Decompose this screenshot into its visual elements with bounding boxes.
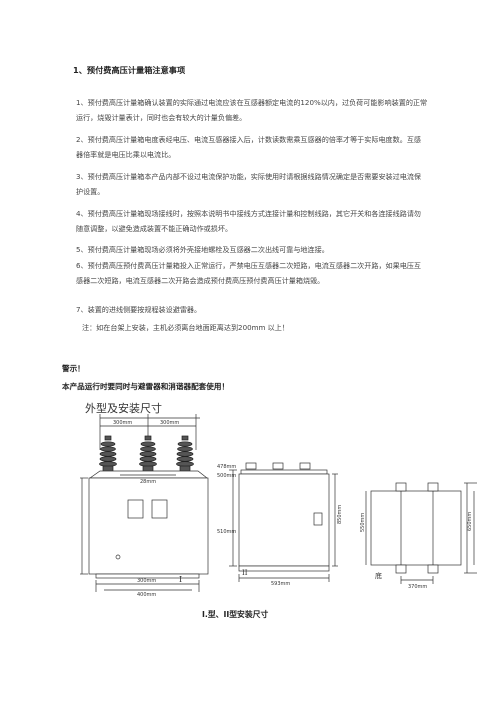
dim-left-1: 300mm	[113, 420, 132, 426]
dim-right-3: 370mm	[408, 584, 427, 590]
dim-right-2: 650mm	[467, 512, 473, 531]
note-item-6: 6、预付费高压预付费高压计量箱投入正常运行，严禁电压互感器二次短路，电流互感器二…	[76, 261, 422, 285]
warning-title: 警示！	[62, 364, 85, 373]
installation-note: 注：如在台架上安装，主机必须离台地面距离达到200mm 以上！	[82, 323, 289, 332]
dim-left-2: 300mm	[160, 420, 179, 426]
dim-left-5: 400mm	[137, 592, 156, 598]
mounting-view	[365, 482, 477, 584]
front-view	[80, 414, 209, 592]
note-item-5: 5、预付费高压计量箱现场必须将外壳接地螺栓及互感器二次出线可靠与地连接。	[76, 245, 329, 254]
dim-mid-2: 500mm	[217, 473, 236, 479]
bushing-left	[99, 435, 117, 473]
mark-type-3: 底	[375, 571, 382, 580]
drawing-handwritten-title: 外型及安装尺寸	[85, 401, 162, 415]
note-item-3: 3、预付费高压计量箱本产品内部不设过电流保护功能，实际使用时请根据线路情况确定是…	[76, 172, 422, 196]
mark-type-1: I	[179, 575, 182, 584]
dim-left-3: 28mm	[140, 479, 156, 485]
dim-mid-3: 510mm	[217, 529, 236, 535]
bushing-middle	[139, 435, 157, 473]
warning-text: 本产品运行时要同时与避雷器和消谐器配套使用！	[62, 382, 230, 391]
figure-caption: I.型、II型安装尺寸	[202, 610, 269, 619]
side-view	[229, 462, 338, 582]
dim-mid-5: 593mm	[271, 581, 290, 587]
mark-type-2: II	[242, 569, 248, 577]
dim-mid-4: 850mm	[337, 505, 343, 524]
bushing-right	[176, 435, 194, 473]
section-heading: 1、预付费高压计量箱注意事项	[73, 65, 186, 75]
note-item-7: 7、装置的进线侧要按规程装设避雷器。	[76, 305, 202, 314]
dim-left-4: 300mm	[137, 578, 156, 584]
dim-right-1: 550mm	[360, 513, 366, 532]
note-item-2: 2、预付费高压计量箱电度表经电压、电流互感器接入后，计数读数需乘互感器的倍率才等…	[76, 135, 422, 159]
note-item-1: 1、预付费高压计量箱确认装置的实际通过电流应该在互感器额定电流的120%以内，过…	[76, 98, 428, 122]
dim-mid-1: 478mm	[217, 464, 236, 470]
note-item-4: 4、预付费高压计量箱现场接线时，按照本说明书中接线方式连接计量和控制线路，其它开…	[76, 209, 422, 233]
